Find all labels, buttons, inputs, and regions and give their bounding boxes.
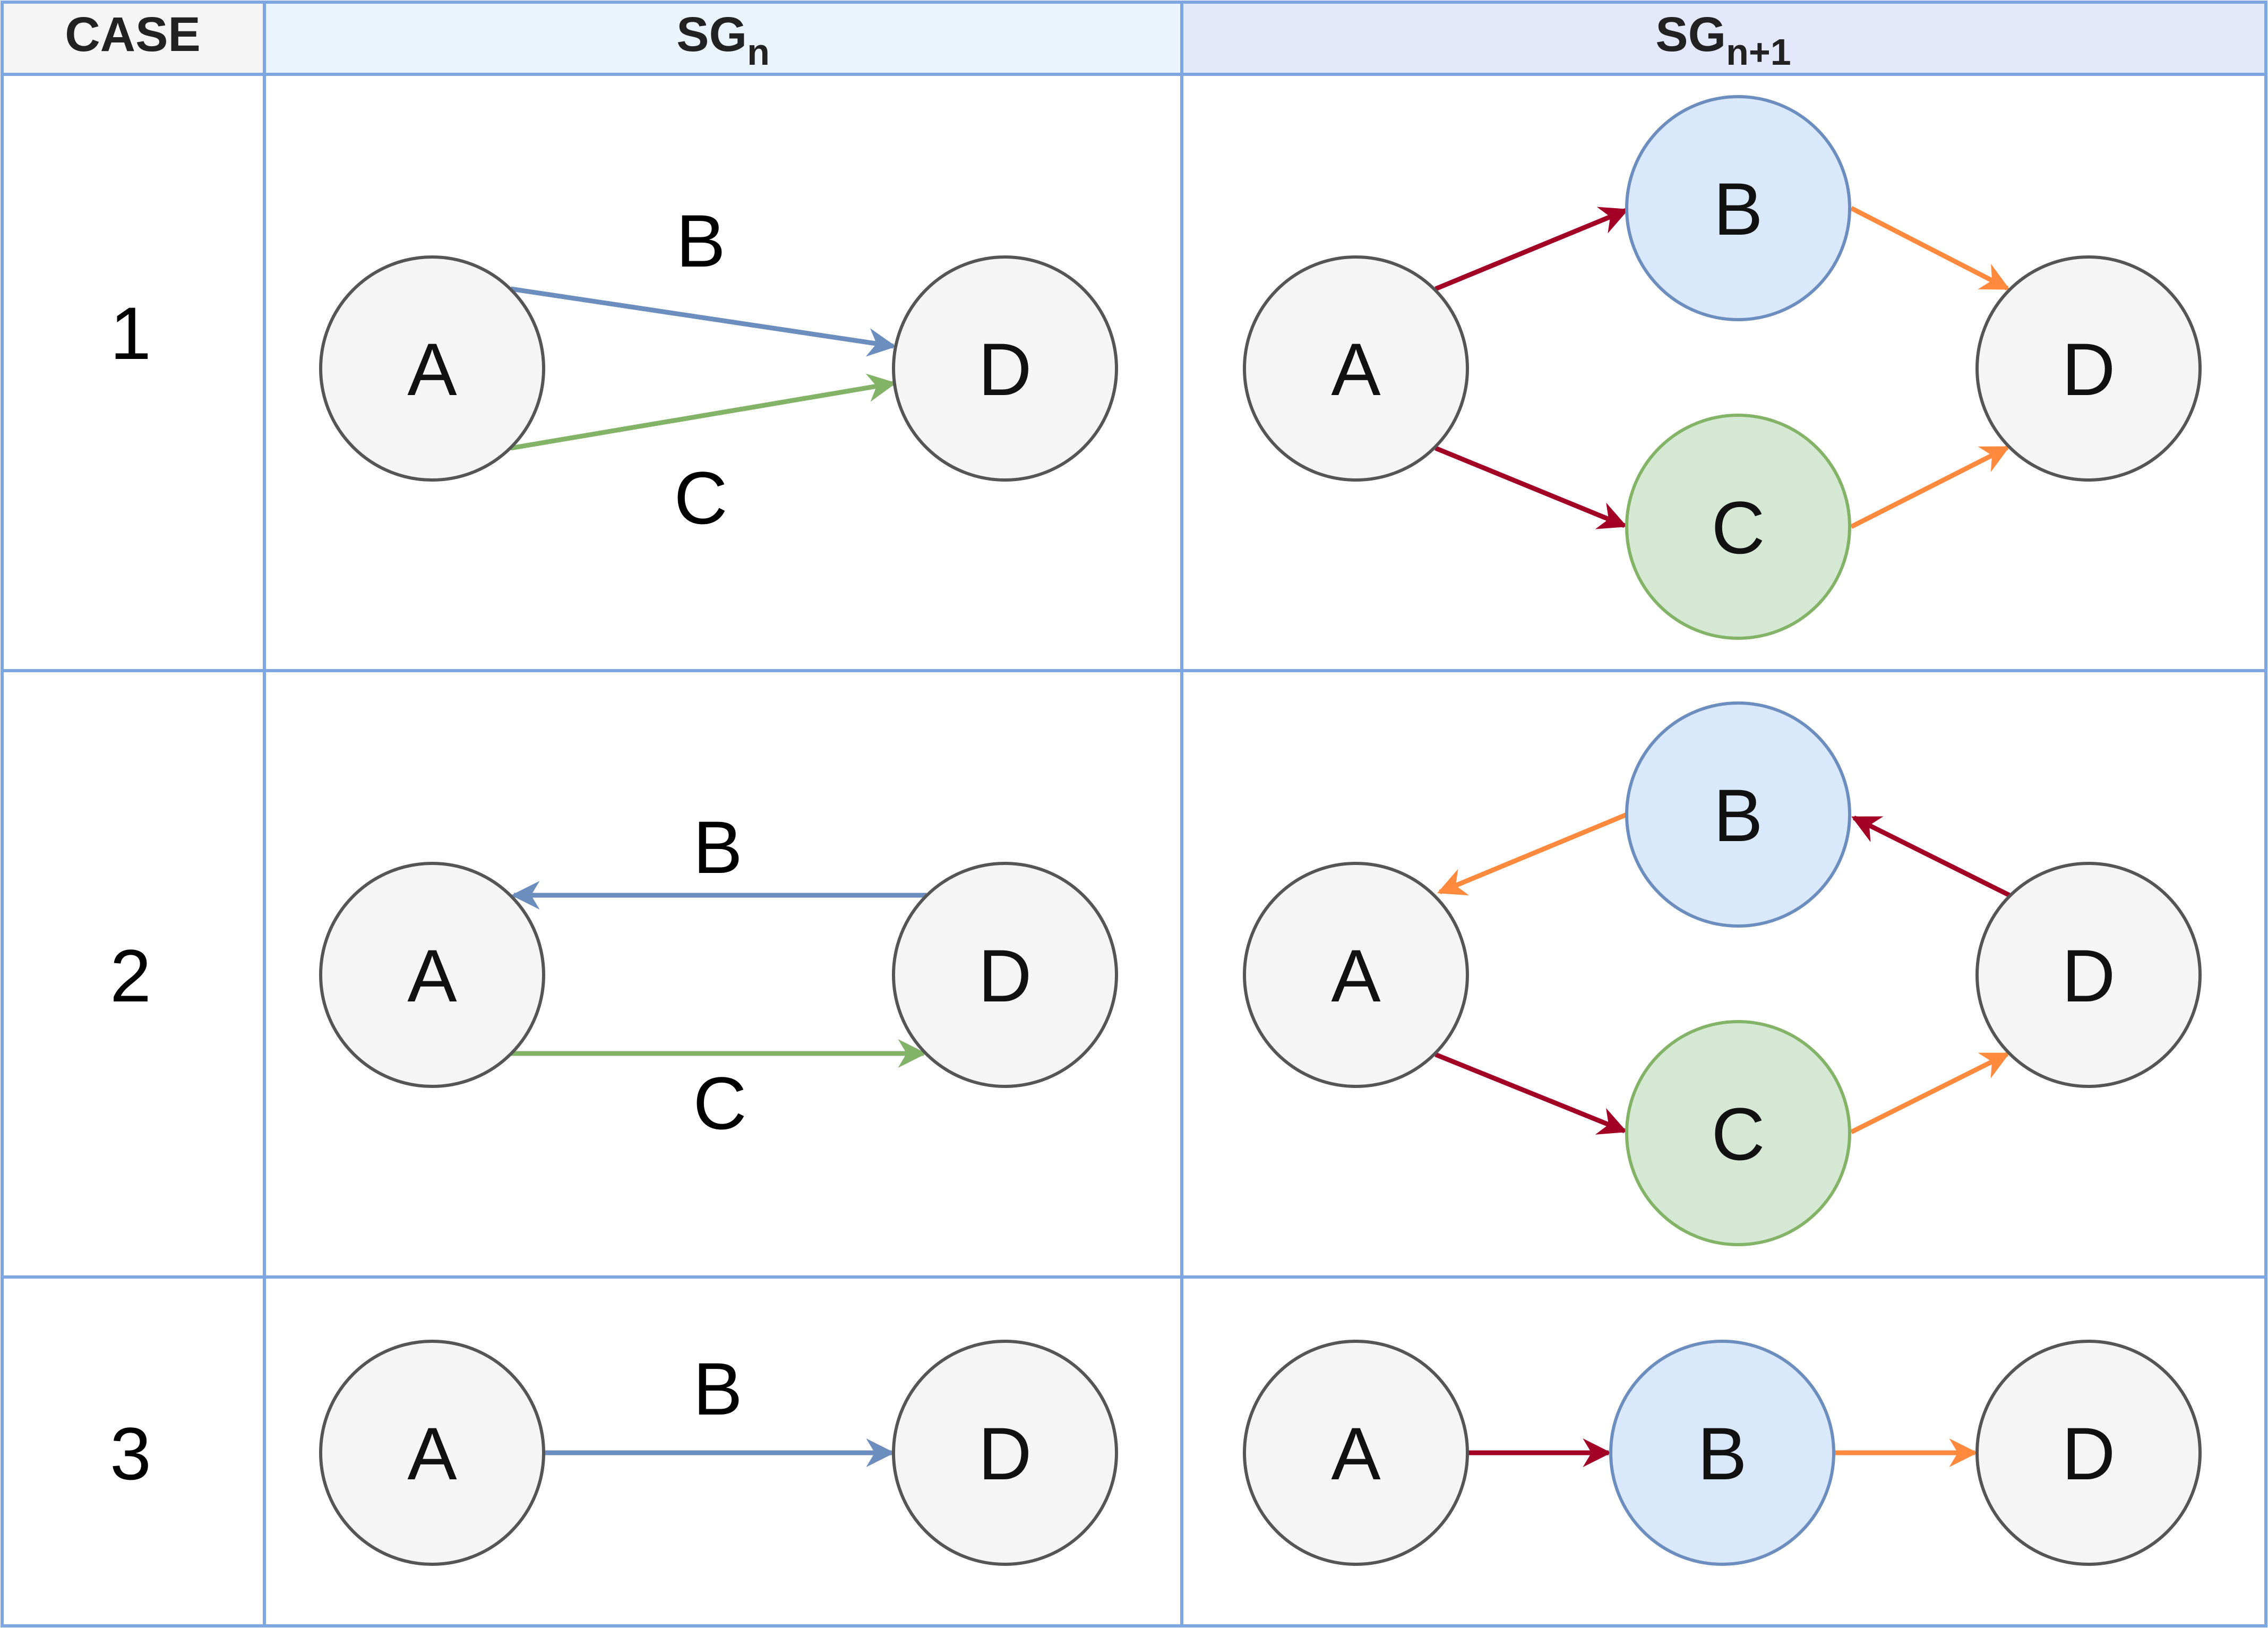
header-sgn1-label: SGn+1 [1655,7,1791,73]
node-c [1625,1020,1851,1246]
node-d-label: D [978,934,1032,1017]
case-number-3: 3 [110,1412,151,1495]
case-number-1: 1 [110,292,151,375]
edge-label-b: B [676,199,725,282]
node-d [1975,255,2202,482]
case-3-sgn1-graph: A B D [1243,1340,2202,1566]
case-2-sgn-graph: B C A D [319,806,1118,1145]
node-b-label: B [1697,1412,1747,1495]
node-b [1625,95,1851,321]
node-a-label: A [407,328,457,411]
node-a [1243,1340,1469,1566]
node-d-label: D [2061,328,2115,411]
case-1-sgn-graph: B C A D [319,199,1118,539]
node-a-label: A [1331,934,1381,1017]
node-a [319,862,545,1088]
header-case-cell [2,2,264,74]
node-a-label: A [407,934,457,1017]
node-a [319,1340,545,1566]
case-3-sgn-graph: B A D [319,1340,1118,1566]
edge-label-c: C [693,1061,746,1145]
edge-label-b: B [693,806,742,889]
node-a [1243,255,1469,482]
edge-a-to-d-via-b [510,286,897,357]
node-b-label: B [1713,167,1763,251]
edge-b-to-d [1850,205,2010,291]
node-b [1609,1340,1835,1566]
node-c-label: C [1711,1092,1765,1176]
header-case-label: CASE [65,7,201,62]
edge-a-to-c [1434,1052,1628,1135]
node-b-label: B [1713,774,1763,857]
edge-label-b: B [693,1347,742,1430]
edge-a-to-c [1434,445,1627,529]
node-d [892,255,1118,482]
table-header: CASE SGn SGn+1 [65,7,1791,73]
edge-a-to-d-via-c [510,373,897,451]
node-b [1625,701,1851,928]
node-d [892,862,1118,1088]
node-d [892,1340,1118,1566]
node-a [319,255,545,482]
node-a-label: A [1331,328,1381,411]
node-d [1975,1340,2202,1566]
edge-d-to-b [1851,815,2011,898]
node-c [1625,414,1851,640]
node-d-label: D [978,328,1032,411]
node-a-label: A [1331,1412,1381,1495]
node-d-label: D [978,1412,1032,1495]
edge-c-to-d [1850,1051,2010,1135]
case-2-sgn1-graph: A B C D [1243,701,2202,1246]
node-d-label: D [2061,1412,2115,1495]
case-number-2: 2 [110,934,151,1017]
node-a [1243,862,1469,1088]
edge-label-c: C [674,456,727,539]
header-sgn-cell [264,2,1182,74]
node-c-label: C [1711,486,1765,569]
node-d [1975,862,2202,1088]
node-d-label: D [2061,934,2115,1017]
node-a-label: A [407,1412,457,1495]
edge-b-to-a [1437,812,1628,896]
case-1-sgn1-graph: A B C D [1243,95,2202,640]
header-sgn-label: SGn [676,7,770,73]
edge-a-to-b [1434,207,1629,292]
edge-c-to-d [1850,445,2010,529]
header-sgn1-cell [1182,2,2266,74]
